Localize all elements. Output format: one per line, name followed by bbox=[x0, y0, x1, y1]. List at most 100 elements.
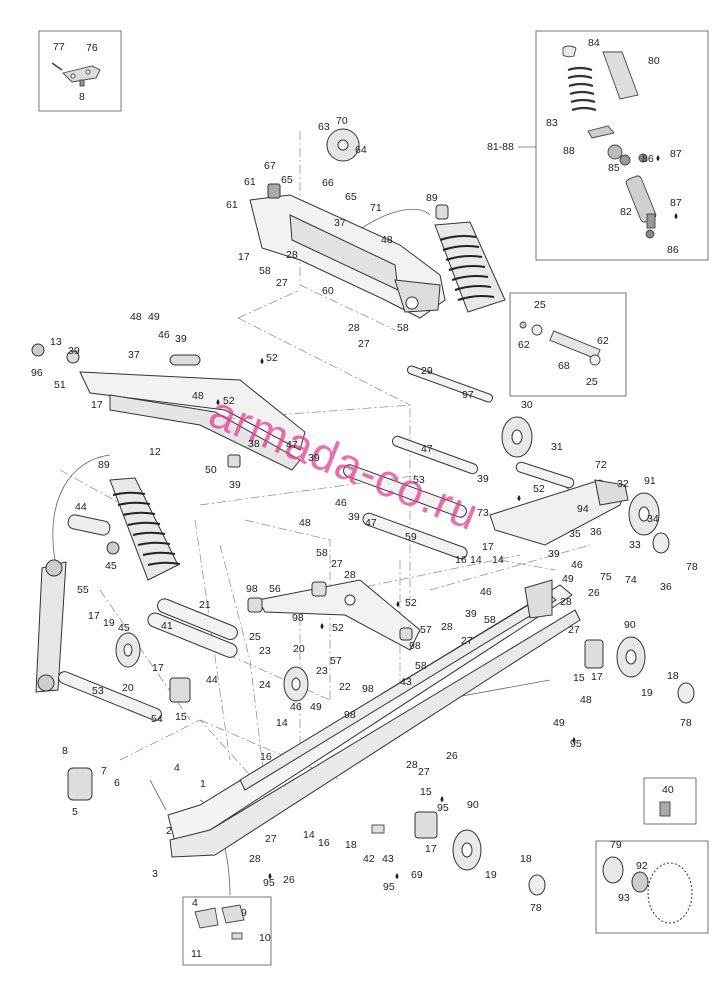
callout-53: 53 bbox=[92, 685, 104, 697]
callout-12: 12 bbox=[149, 446, 161, 458]
callout-96: 96 bbox=[31, 367, 43, 379]
front-arm-bracket-60 bbox=[249, 128, 446, 319]
callout-85: 85 bbox=[608, 162, 620, 174]
callout-7: 7 bbox=[101, 765, 107, 777]
callout-47: 47 bbox=[421, 443, 433, 455]
callout-65: 65 bbox=[281, 174, 293, 186]
callout-48: 48 bbox=[192, 390, 204, 402]
callout-79: 79 bbox=[610, 839, 622, 851]
lubricant-drops bbox=[216, 155, 678, 879]
callout-18: 18 bbox=[520, 853, 532, 865]
callout-62: 62 bbox=[597, 335, 609, 347]
callout-16: 16 bbox=[455, 554, 467, 566]
inset-frame-wheel-bearing bbox=[595, 840, 709, 934]
callout-14: 14 bbox=[303, 829, 315, 841]
callout-28: 28 bbox=[344, 569, 356, 581]
wheel-20-center bbox=[283, 666, 309, 702]
callout-70: 70 bbox=[336, 115, 348, 127]
callout-17: 17 bbox=[591, 671, 603, 683]
callout-27: 27 bbox=[358, 338, 370, 350]
caps bbox=[528, 532, 695, 896]
callout-35: 35 bbox=[569, 528, 581, 540]
callout-58: 58 bbox=[415, 660, 427, 672]
callout-38: 38 bbox=[248, 438, 260, 450]
callout-47: 47 bbox=[365, 517, 377, 529]
callout-44: 44 bbox=[75, 501, 87, 513]
callout-17: 17 bbox=[238, 251, 250, 263]
callout-46: 46 bbox=[480, 586, 492, 598]
callout-1: 1 bbox=[200, 778, 206, 790]
callout-28: 28 bbox=[348, 322, 360, 334]
callout-53: 53 bbox=[413, 474, 425, 486]
callout-63: 63 bbox=[318, 121, 330, 133]
callout-18: 18 bbox=[345, 839, 357, 851]
callout-29: 29 bbox=[421, 365, 433, 377]
callout-39: 39 bbox=[477, 473, 489, 485]
callout-51: 51 bbox=[54, 379, 66, 391]
callout-39: 39 bbox=[465, 608, 477, 620]
callout-98: 98 bbox=[344, 709, 356, 721]
inset-frame-bottom bbox=[182, 896, 272, 966]
callout-28: 28 bbox=[286, 249, 298, 261]
callout-43: 43 bbox=[382, 853, 394, 865]
callout-89: 89 bbox=[426, 192, 438, 204]
inset-frame-fitting bbox=[643, 777, 697, 825]
callout-4: 4 bbox=[174, 762, 180, 774]
wheel-bearing-inset bbox=[602, 856, 693, 924]
slider-blocks bbox=[67, 639, 604, 839]
callout-19: 19 bbox=[103, 617, 115, 629]
callout-40: 40 bbox=[662, 784, 674, 796]
callout-26: 26 bbox=[283, 874, 295, 886]
wheel-90-lower bbox=[452, 829, 482, 871]
callout-98: 98 bbox=[246, 583, 258, 595]
callout-20: 20 bbox=[122, 682, 134, 694]
callout-62: 62 bbox=[518, 339, 530, 351]
callout-25: 25 bbox=[249, 631, 261, 643]
callout-19: 19 bbox=[485, 869, 497, 881]
callout-78: 78 bbox=[686, 561, 698, 573]
callout-47: 47 bbox=[286, 439, 298, 451]
callout-39: 39 bbox=[308, 452, 320, 464]
callout-3: 3 bbox=[152, 868, 158, 880]
callout-66: 66 bbox=[322, 177, 334, 189]
callout-83: 83 bbox=[546, 117, 558, 129]
callout-74: 74 bbox=[625, 574, 637, 586]
callout-28: 28 bbox=[249, 853, 261, 865]
front-shock-absorber bbox=[67, 477, 181, 581]
callout-59: 59 bbox=[405, 531, 417, 543]
callout-46: 46 bbox=[290, 701, 302, 713]
cross-shafts bbox=[58, 365, 575, 721]
rear-arm-72 bbox=[489, 479, 629, 546]
callout-44: 44 bbox=[206, 674, 218, 686]
callout-27: 27 bbox=[265, 833, 277, 845]
callout-52: 52 bbox=[405, 597, 417, 609]
callout-52: 52 bbox=[533, 483, 545, 495]
callout-45: 45 bbox=[118, 622, 130, 634]
callout-39: 39 bbox=[548, 548, 560, 560]
inset-range-label: 81-88 bbox=[487, 141, 514, 153]
callout-14: 14 bbox=[470, 554, 482, 566]
callout-4: 4 bbox=[192, 897, 198, 909]
callout-28: 28 bbox=[441, 621, 453, 633]
inset-frames bbox=[38, 30, 709, 966]
callout-48: 48 bbox=[130, 311, 142, 323]
callout-46: 46 bbox=[335, 497, 347, 509]
callout-54: 54 bbox=[151, 713, 163, 725]
callout-6: 6 bbox=[114, 777, 120, 789]
callout-49: 49 bbox=[310, 701, 322, 713]
callout-86: 86 bbox=[667, 244, 679, 256]
callout-19: 19 bbox=[641, 687, 653, 699]
callout-31: 31 bbox=[551, 441, 563, 453]
callout-61: 61 bbox=[244, 176, 256, 188]
callout-76: 76 bbox=[86, 42, 98, 54]
callout-10: 10 bbox=[259, 932, 271, 944]
callout-23: 23 bbox=[316, 665, 328, 677]
callout-88: 88 bbox=[563, 145, 575, 157]
callout-68: 68 bbox=[558, 360, 570, 372]
callout-48: 48 bbox=[381, 234, 393, 246]
callout-58: 58 bbox=[259, 265, 271, 277]
callout-87: 87 bbox=[670, 197, 682, 209]
callout-90: 90 bbox=[624, 619, 636, 631]
callout-9: 9 bbox=[241, 907, 247, 919]
